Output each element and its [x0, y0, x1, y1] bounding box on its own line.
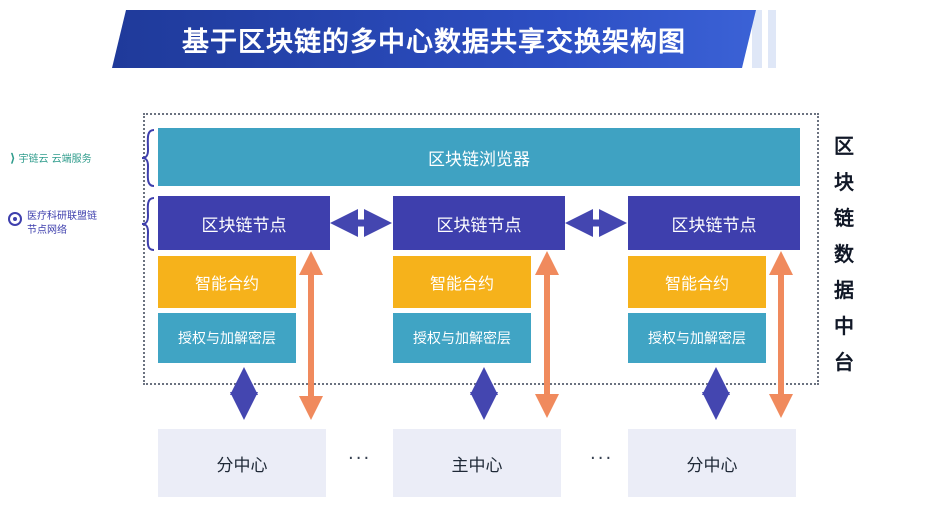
network-legend: 医疗科研联盟链 节点网络 [8, 210, 138, 238]
smart-contract-1: 智能合约 [158, 256, 296, 308]
blockchain-browser: 区块链浏览器 [158, 128, 800, 186]
side-char: 区 [834, 134, 854, 158]
side-char: 块 [834, 170, 854, 194]
smart-contract-3: 智能合约 [628, 256, 766, 308]
side-char: 中 [834, 314, 854, 338]
side-char: 台 [834, 350, 854, 374]
smart-contract-2: 智能合约 [393, 256, 531, 308]
brand-label: ⟩ 宇链云 云端服务 [10, 150, 135, 166]
network-icon [8, 212, 22, 226]
brand-logo-icon: ⟩ [10, 150, 16, 165]
auth-layer-3: 授权与加解密层 [628, 313, 766, 363]
banner-stripe [768, 10, 776, 68]
sub-center-right: 分中心 [628, 429, 796, 497]
ellipsis-right: ··· [590, 448, 614, 469]
legend-text: 医疗科研联盟链 节点网络 [27, 210, 97, 238]
ellipsis-left: ··· [348, 448, 372, 469]
blockchain-node-3: 区块链节点 [628, 196, 800, 250]
banner-stripe [752, 10, 762, 68]
sub-center-left: 分中心 [158, 429, 326, 497]
legend-line-1: 医疗科研联盟链 [27, 211, 97, 222]
auth-layer-1: 授权与加解密层 [158, 313, 296, 363]
data-platform-label: 区 块 链 数 据 中 台 [830, 128, 858, 380]
legend-line-2: 节点网络 [27, 225, 67, 236]
brace-icon [141, 197, 155, 251]
diagram-title: 基于区块链的多中心数据共享交换架构图 [112, 10, 756, 68]
brace-icon [141, 129, 155, 187]
side-char: 链 [834, 206, 854, 230]
auth-layer-2: 授权与加解密层 [393, 313, 531, 363]
blockchain-node-1: 区块链节点 [158, 196, 330, 250]
blockchain-node-2: 区块链节点 [393, 196, 565, 250]
main-center: 主中心 [393, 429, 561, 497]
side-char: 数 [834, 242, 854, 266]
side-char: 据 [834, 278, 854, 302]
brand-name: 宇链云 云端服务 [18, 154, 92, 165]
